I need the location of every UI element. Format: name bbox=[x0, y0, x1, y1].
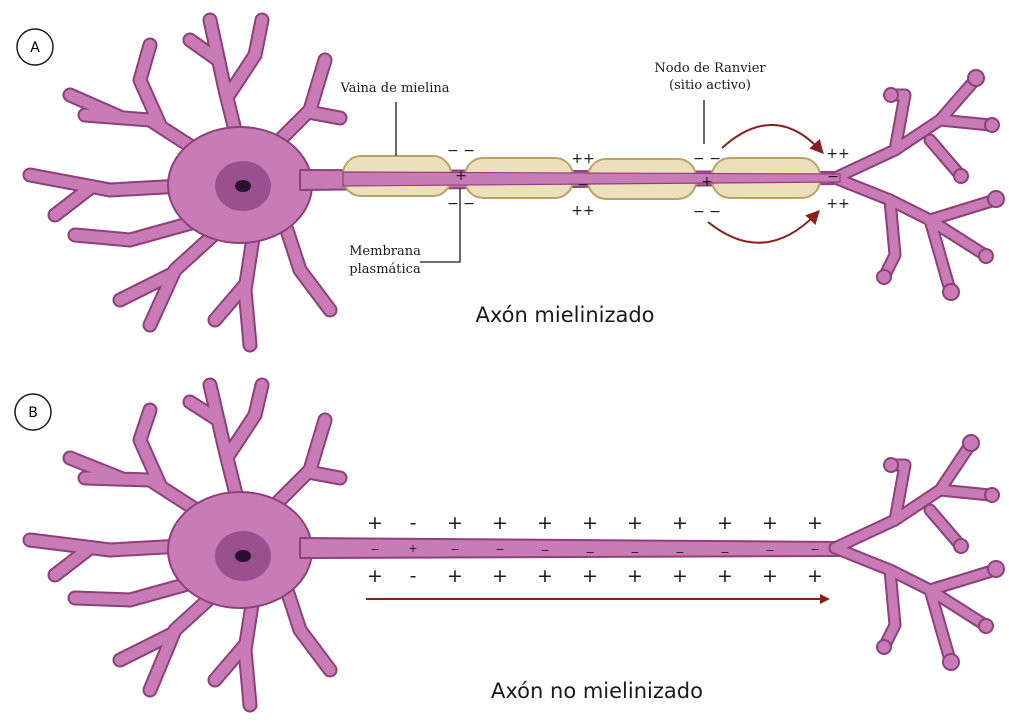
membrane-label-line2: plasmática bbox=[349, 262, 421, 277]
charge-node3-inner: + bbox=[701, 174, 713, 190]
badge-a-text: A bbox=[30, 40, 40, 56]
membrane-label-line1: Membrana bbox=[349, 244, 421, 259]
saltatory-arrow-bottom bbox=[708, 212, 818, 243]
badge-a: A bbox=[17, 29, 53, 65]
charge-b-inner: − bbox=[450, 543, 459, 556]
charge-b-inner: − bbox=[495, 543, 504, 556]
charge-node4-bottom: ++ bbox=[826, 196, 849, 212]
nucleolus-a bbox=[235, 180, 251, 192]
saltatory-arrow-top bbox=[722, 125, 822, 152]
badge-b: B bbox=[15, 394, 51, 430]
charge-b-inner: − bbox=[810, 543, 819, 556]
panel-b: B bbox=[15, 385, 1004, 705]
charge-b-inner: − bbox=[720, 546, 729, 559]
charge-node2-top: ++ bbox=[571, 151, 594, 167]
charge-b-inner: − bbox=[540, 544, 549, 557]
myelin-sheath-label: Vaina de mielina bbox=[339, 81, 449, 96]
charge-b-bottom: + bbox=[492, 565, 508, 587]
charge-b-top: + bbox=[672, 512, 688, 534]
nucleolus-b bbox=[235, 550, 251, 562]
neuron-b bbox=[30, 385, 1004, 705]
charge-b-top: + bbox=[447, 512, 463, 534]
charge-node4-inner: − bbox=[827, 169, 839, 185]
charge-b-bottom: + bbox=[807, 565, 823, 587]
axon-terminal-a bbox=[835, 80, 995, 290]
charges-b-top: + - + + + + + + + + + bbox=[367, 512, 823, 534]
charge-b-inner: − bbox=[630, 546, 639, 559]
charge-b-inner: − bbox=[370, 543, 379, 556]
charge-b-bottom: + bbox=[367, 565, 383, 587]
charge-b-top: + bbox=[582, 512, 598, 534]
charge-b-inner: − bbox=[765, 544, 774, 557]
charge-b-top: - bbox=[410, 512, 417, 534]
charge-b-bottom: + bbox=[762, 565, 778, 587]
charges-b-bottom: + - + + + + + + + + + bbox=[367, 565, 823, 587]
node-label-line1: Nodo de Ranvier bbox=[654, 61, 766, 76]
charge-b-inner: + bbox=[408, 542, 417, 555]
charge-node1-inner: + bbox=[455, 168, 467, 184]
charge-b-bottom: + bbox=[582, 565, 598, 587]
charge-b-bottom: + bbox=[537, 565, 553, 587]
charge-node4-top: ++ bbox=[826, 146, 849, 162]
caption-b: Axón no mielinizado bbox=[491, 679, 703, 703]
charge-b-top: + bbox=[627, 512, 643, 534]
charge-b-top: + bbox=[762, 512, 778, 534]
node-label-line2: (sitio activo) bbox=[669, 78, 751, 93]
charge-node3-top: − − bbox=[693, 151, 721, 167]
charge-b-bottom: + bbox=[627, 565, 643, 587]
badge-b-text: B bbox=[28, 405, 38, 421]
charge-b-top: + bbox=[492, 512, 508, 534]
caption-a: Axón mielinizado bbox=[475, 303, 654, 327]
charge-b-bottom: + bbox=[717, 565, 733, 587]
charge-node2-bottom: ++ bbox=[571, 203, 594, 219]
charge-node2-inner: − bbox=[577, 177, 589, 193]
charge-b-bottom: + bbox=[447, 565, 463, 587]
charge-b-top: + bbox=[537, 512, 553, 534]
charge-node1-bottom: − − bbox=[447, 196, 475, 212]
charge-b-top: + bbox=[367, 512, 383, 534]
axon-terminal-b bbox=[835, 445, 995, 660]
charge-node1-top: − − bbox=[447, 143, 475, 159]
panel-a: A bbox=[17, 20, 1004, 345]
axon-b bbox=[300, 538, 840, 558]
charge-b-top: + bbox=[717, 512, 733, 534]
charge-b-bottom: - bbox=[410, 565, 417, 587]
charge-b-inner: − bbox=[675, 546, 684, 559]
charge-b-top: + bbox=[807, 512, 823, 534]
charge-node3-bottom: − − bbox=[693, 204, 721, 220]
charge-b-bottom: + bbox=[672, 565, 688, 587]
charge-b-inner: − bbox=[585, 546, 594, 559]
